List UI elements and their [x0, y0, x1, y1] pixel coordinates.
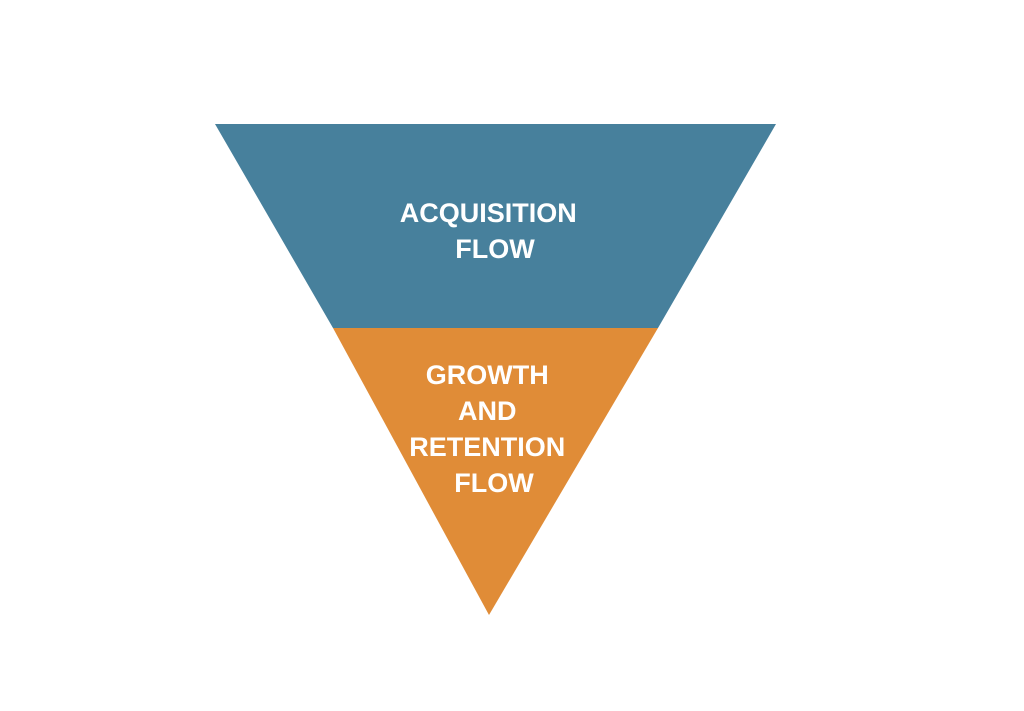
acquisition-label-line-2: FLOW: [455, 234, 535, 264]
growth-retention-label-line-3: RETENTION: [409, 432, 565, 462]
acquisition-label-line-1: ACQUISITION: [400, 198, 577, 228]
growth-retention-label-line-2: AND: [458, 396, 517, 426]
growth-retention-stage-band: [333, 328, 658, 615]
growth-retention-label-line-4: FLOW: [454, 468, 534, 498]
acquisition-stage-label: ACQUISITION FLOW: [400, 198, 585, 264]
acquisition-stage-band: [215, 124, 776, 328]
growth-retention-label-line-1: GROWTH: [426, 360, 549, 390]
growth-retention-stage-label: GROWTH AND RETENTION FLOW: [409, 360, 573, 498]
